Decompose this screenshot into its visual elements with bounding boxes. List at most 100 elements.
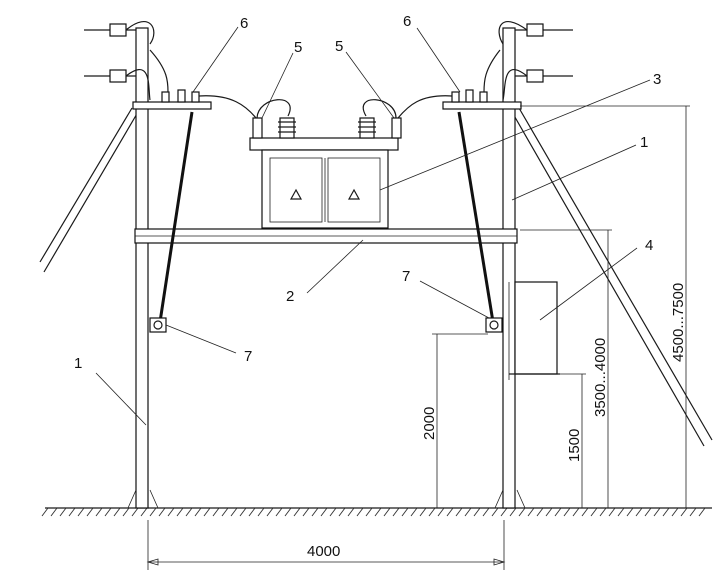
ground-hatch — [356, 507, 364, 517]
label-6-right: 6 — [403, 13, 411, 30]
label-4: 4 — [645, 237, 653, 254]
ground-hatch — [77, 507, 85, 517]
ground-hatch — [617, 507, 625, 517]
ground-hatch — [293, 507, 301, 517]
left-strut — [39, 107, 139, 273]
ground-hatch — [59, 507, 67, 517]
right-strut — [511, 107, 713, 447]
cross-arms — [132, 101, 522, 110]
ground-hatch — [491, 507, 499, 517]
ground-hatch — [437, 507, 445, 517]
ground-hatch — [212, 507, 220, 517]
ground-hatch — [320, 507, 328, 517]
ground-hatch — [185, 507, 193, 517]
ground-hatch — [266, 507, 274, 517]
ground-hatch — [401, 507, 409, 517]
ground-hatch — [392, 507, 400, 517]
transformer — [249, 117, 399, 229]
ground-hatch — [311, 507, 319, 517]
ground-hatch — [626, 507, 634, 517]
label-2: 2 — [286, 288, 294, 305]
ground-hatch — [50, 507, 58, 517]
ground-hatch — [203, 507, 211, 517]
ground-hatch — [113, 507, 121, 517]
surge-arresters — [252, 99, 402, 139]
ground-hatch — [122, 507, 130, 517]
ground-hatch — [41, 507, 49, 517]
label-5-right: 5 — [335, 38, 343, 55]
ground-hatch — [581, 507, 589, 517]
ground-hatch — [338, 507, 346, 517]
ground-hatch — [302, 507, 310, 517]
ground-hatch — [590, 507, 598, 517]
ground-hatch — [509, 507, 517, 517]
label-7-left: 7 — [244, 348, 252, 365]
ground-hatch — [131, 507, 139, 517]
ground-hatch — [158, 507, 166, 517]
ground-hatch — [284, 507, 292, 517]
ground-hatch — [464, 507, 472, 517]
ground-hatch — [446, 507, 454, 517]
ground-hatch — [248, 507, 256, 517]
dim-span: 4000 — [307, 543, 340, 560]
ground-hatch — [176, 507, 184, 517]
ground-hatch — [698, 507, 706, 517]
ground-hatch — [68, 507, 76, 517]
left-pole — [127, 27, 159, 509]
drive-rods — [158, 111, 495, 323]
label-5-left: 5 — [294, 39, 302, 56]
ground-hatch — [473, 507, 481, 517]
ground-hatch — [167, 507, 175, 517]
ground-hatch — [671, 507, 679, 517]
ground-hatch — [662, 507, 670, 517]
ground-hatch — [599, 507, 607, 517]
ground-hatch — [410, 507, 418, 517]
ground-hatch — [95, 507, 103, 517]
ground-hatch — [140, 507, 148, 517]
leader-lines — [95, 26, 651, 426]
ground-hatch — [644, 507, 652, 517]
lv-cabinet — [508, 281, 560, 380]
ground-hatch — [563, 507, 571, 517]
fuse-disconnectors — [161, 89, 488, 103]
ground-hatch — [275, 507, 283, 517]
ground-hatch — [635, 507, 643, 517]
ground-hatch — [455, 507, 463, 517]
ground-hatch — [239, 507, 247, 517]
ground-hatch — [689, 507, 697, 517]
label-1-right: 1 — [640, 134, 648, 151]
ground-hatch — [536, 507, 544, 517]
dim-2000: 2000 — [421, 407, 438, 440]
dimension-lines — [146, 105, 690, 570]
ground-hatch — [365, 507, 373, 517]
ground-hatch — [221, 507, 229, 517]
ground-hatch — [86, 507, 94, 517]
ground-hatch — [428, 507, 436, 517]
label-1-left: 1 — [74, 355, 82, 372]
ground-hatch — [149, 507, 157, 517]
wires — [149, 49, 501, 119]
ground-hatch — [257, 507, 265, 517]
dim-4500-7500: 4500...7500 — [670, 283, 687, 362]
ground-hatch — [230, 507, 238, 517]
ground — [41, 507, 712, 517]
right-pole — [494, 27, 526, 509]
label-6-left: 6 — [240, 15, 248, 32]
ground-hatch — [545, 507, 553, 517]
ground-hatch — [329, 507, 337, 517]
ground-hatch — [419, 507, 427, 517]
ground-hatch — [383, 507, 391, 517]
ground-hatch — [374, 507, 382, 517]
ground-hatch — [653, 507, 661, 517]
transformer-bushings — [278, 117, 376, 139]
ground-hatch — [572, 507, 580, 517]
ground-hatch — [680, 507, 688, 517]
ground-hatch — [608, 507, 616, 517]
ground-hatch — [527, 507, 535, 517]
ground-hatch — [104, 507, 112, 517]
ground-hatch — [554, 507, 562, 517]
dim-1500: 1500 — [566, 429, 583, 462]
platform-beam — [134, 228, 518, 244]
ground-hatch — [500, 507, 508, 517]
